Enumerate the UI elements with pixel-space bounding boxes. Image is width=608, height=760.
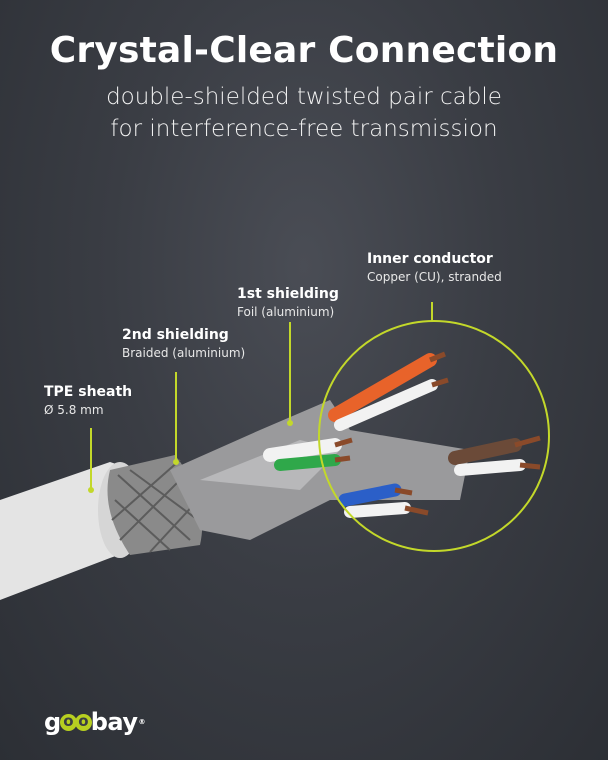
label-inner-conductor: Inner conductor Copper (CU), stranded (367, 251, 502, 284)
headline: Crystal-Clear Connection (49, 30, 559, 71)
label-tpe-sheath: TPE sheath Ø 5.8 mm (44, 384, 132, 417)
label-detail: Copper (CU), stranded (367, 270, 502, 284)
orange-pair (328, 351, 449, 431)
logo-text: g (44, 708, 61, 736)
label-detail: Foil (aluminium) (237, 305, 335, 319)
green-pair (263, 437, 353, 471)
label-2nd-shielding: 2nd shielding Braided (aluminium) (122, 327, 245, 360)
blue-pair (338, 483, 429, 518)
registered-mark: ® (138, 718, 145, 726)
label-1st-shielding: 1st shielding Foil (aluminium) (237, 286, 339, 319)
subheadline-line-1: double-shielded twisted pair cable (106, 84, 502, 110)
label-title: TPE sheath (44, 384, 133, 400)
label-title: Inner conductor (367, 251, 493, 267)
inner-conductor-highlight-circle (318, 320, 550, 552)
logo-o: o (74, 713, 92, 731)
label-title: 2nd shielding (122, 327, 229, 343)
label-detail: Braided (aluminium) (122, 346, 246, 360)
label-title: 1st shielding (237, 286, 339, 302)
goobay-logo: g o o bay ® (44, 708, 145, 736)
logo-o: o (59, 713, 77, 731)
logo-text: bay (90, 708, 138, 736)
subheadline-line-2: for interference-free transmission (110, 116, 498, 142)
brown-pair (448, 435, 541, 476)
label-detail: Ø 5.8 mm (44, 403, 104, 417)
